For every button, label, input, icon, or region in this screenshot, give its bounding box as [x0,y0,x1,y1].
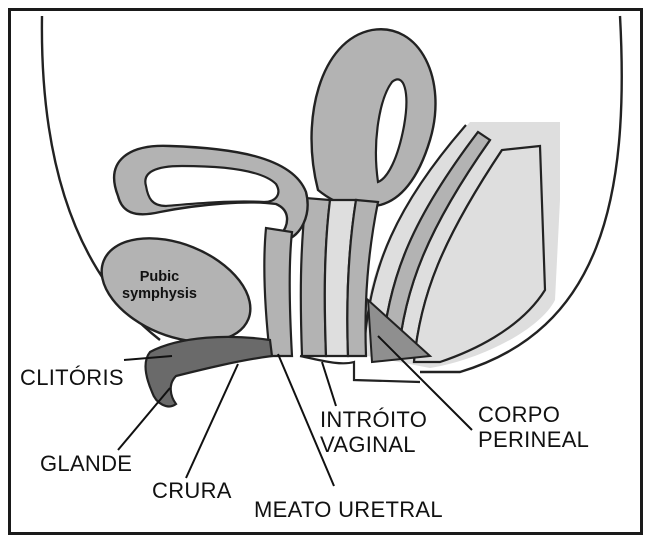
meato-uretral-label: MEATO URETRAL [254,499,443,521]
crura-label: CRURA [152,480,232,502]
clitoris-label: CLITÓRIS [20,367,124,389]
glande-leader [118,388,170,450]
uterus [312,29,436,207]
introito-line1: INTRÓITO [320,409,427,431]
introito-vaginal-label: INTRÓITO VAGINAL [320,409,427,456]
urethra [264,228,292,356]
pubic-symphysis-line2: symphysis [122,286,197,303]
pubic-symphysis-line1: Pubic [122,269,197,286]
pubic-symphysis-label: Pubic symphysis [122,269,197,303]
glande-label: GLANDE [40,453,132,475]
crura-leader [186,364,238,478]
corpo-perineal-label: CORPO PERINEAL [478,404,589,451]
introito-line2: VAGINAL [320,434,427,456]
corpo-line2: PERINEAL [478,429,589,451]
introito-leader [322,362,336,406]
corpo-line1: CORPO [478,404,589,426]
